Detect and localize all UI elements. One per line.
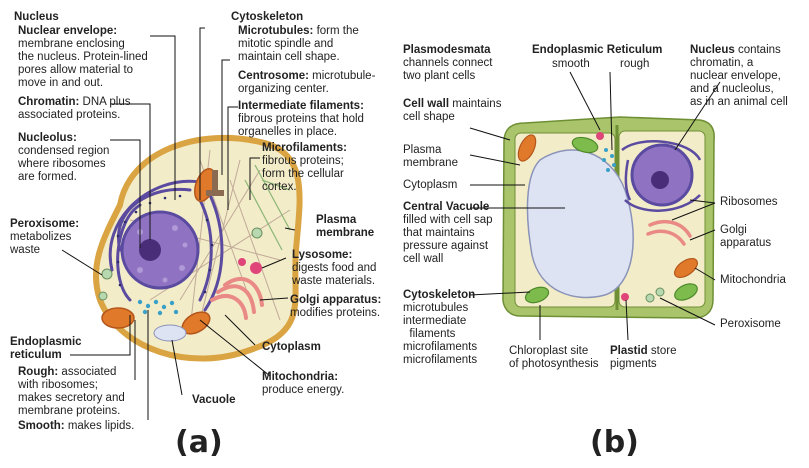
peroxisome-label-a: Peroxisome: metabolizes waste [10, 218, 80, 256]
nucleolus-shape [139, 239, 161, 261]
vacuole-label: Vacuole [192, 394, 236, 406]
nuclear-envelope-label: Nuclear envelope: membrane enclosing the… [18, 25, 148, 89]
plant-cell [502, 116, 715, 319]
central-vacuole-shape [526, 149, 634, 299]
cytoskeleton-title: Cytoskeleton [231, 11, 304, 23]
rough-er-label: Rough: associated with ribosomes; makes … [18, 366, 125, 417]
intermediate-filaments-label: Intermediate filaments: fibrous proteins… [238, 100, 364, 138]
leader-lines-b [469, 71, 721, 341]
chromatin-label: Chromatin: DNA plus associated proteins. [18, 96, 131, 121]
panel-a-label: (a) [175, 425, 223, 460]
smooth-er-label: Smooth: makes lipids. [18, 420, 135, 432]
cytoplasm-label-b: Cytoplasm [403, 179, 458, 191]
cytoskeleton-label-b: Cytoskeleton microtubules intermediate f… [403, 289, 478, 366]
microfilaments-label: Microfilaments: fibrous proteins; form t… [262, 142, 347, 193]
plasma-membrane-label-b: Plasma membrane [403, 144, 458, 169]
plastid-label: Plastid store pigments [610, 345, 677, 370]
er-title-b: Endoplasmic Reticulum [532, 44, 663, 56]
central-vacuole-label: Central Vacuole filled with cell sap tha… [403, 201, 493, 265]
golgi-label-b: Golgi apparatus [720, 224, 772, 249]
centrosome-label: Centrosome: microtubule- organizing cent… [238, 70, 376, 95]
er-smooth-label: smooth [552, 58, 590, 70]
plasmodesmata-label: Plasmodesmata channels connect two plant… [403, 44, 493, 82]
ribosomes-label: Ribosomes [720, 196, 778, 208]
microtubules-label: Microtubules: form the mitotic spindle a… [238, 25, 359, 63]
nucleus-title: Nucleus [14, 11, 59, 23]
golgi-label-a: Golgi apparatus: modifies proteins. [290, 294, 382, 319]
mitochondria-label-b: Mitochondria [720, 274, 786, 286]
leader-lines-a [61, 27, 296, 420]
cell-wall-label: Cell wall maintains cell shape [403, 98, 502, 123]
cytoplasm-label-a: Cytoplasm [262, 341, 321, 353]
chloroplast-label: Chloroplast site of photosynthesis [509, 345, 599, 370]
nucleolus-label: Nucleolus: condensed region where riboso… [18, 132, 110, 183]
peroxisome-label-b: Peroxisome [720, 318, 781, 330]
animal-cell [93, 134, 303, 362]
vacuole-shape [153, 324, 187, 342]
nucleus-label-b: Nucleus contains chromatin, a nuclear en… [690, 44, 788, 108]
panel-b-label: (b) [590, 425, 639, 460]
mitochondria-label-a: Mitochondria: produce energy. [262, 371, 345, 396]
lysosome-label: Lysosome: digests food and waste materia… [292, 249, 377, 287]
er-rough-label: rough [620, 58, 650, 70]
